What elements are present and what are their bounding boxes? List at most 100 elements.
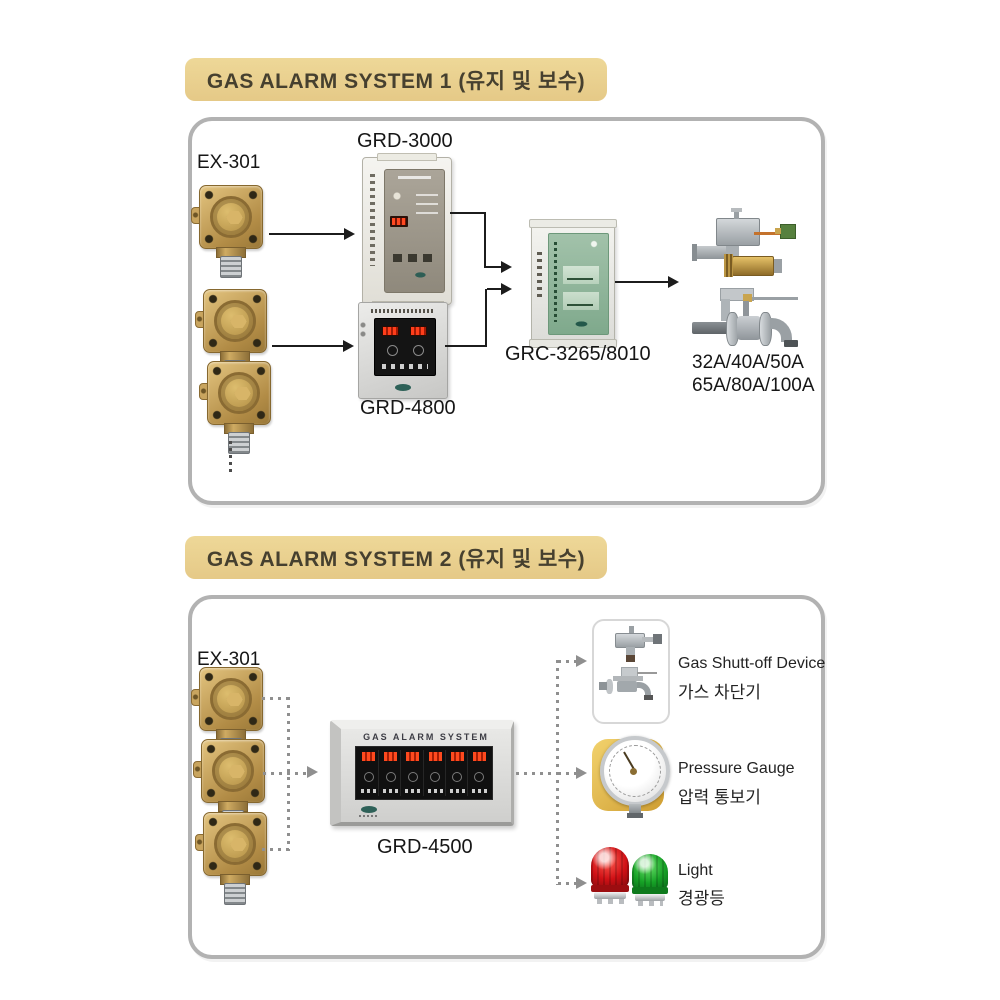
grd4500-channel-module <box>403 750 424 796</box>
gauge-needle-hub <box>630 768 637 775</box>
grd3000-label: GRD-3000 <box>357 130 453 152</box>
warning-light-green <box>632 854 668 906</box>
dotted-line <box>556 660 559 885</box>
connector-line <box>485 289 487 347</box>
channel-led-display <box>362 752 376 761</box>
system2-banner-title: GAS ALARM SYSTEM 2 (유지 및 보수) <box>206 547 586 571</box>
valve-fitting <box>775 224 796 239</box>
arrowhead-icon <box>576 655 587 667</box>
grd3000-vents <box>370 174 375 266</box>
grd4800-controller <box>358 302 448 399</box>
system1-detector-label: EX-301 <box>197 152 261 173</box>
beacon-ring <box>632 887 668 894</box>
output-label-light-en: Light <box>678 862 713 879</box>
grc-receiver <box>529 219 617 348</box>
shutoff-valve-small <box>692 208 796 286</box>
grd4500-channel-module <box>448 750 468 796</box>
grc-vents <box>537 252 542 298</box>
arrow-line <box>615 281 669 283</box>
grc-front-panel <box>548 233 609 335</box>
grc-label: GRC-3265/8010 <box>505 343 651 365</box>
dotted-line <box>287 697 290 851</box>
shutoff-stem <box>629 626 634 633</box>
detector-body <box>201 739 265 803</box>
grd3000-front-panel <box>384 169 445 293</box>
output-label-gauge-ko: 압력 통보기 <box>678 788 761 807</box>
shutoff-valve-body <box>617 681 637 692</box>
valve-actuator <box>716 208 760 246</box>
connector-line <box>487 288 502 290</box>
arrowhead-icon <box>307 766 318 778</box>
detector-body <box>207 361 271 425</box>
grd4500-screen <box>355 746 493 800</box>
grd4800-buttons <box>382 364 428 369</box>
dotted-line <box>558 772 576 775</box>
detector-body <box>199 667 263 731</box>
arrow-line <box>272 345 344 347</box>
valve-spout <box>770 318 792 342</box>
grd4500-channel-module <box>470 750 489 796</box>
shutoff-motor <box>615 633 645 648</box>
valve-stem <box>743 301 749 317</box>
arrowhead-icon <box>576 877 587 889</box>
dotted-line <box>516 772 558 775</box>
more-detectors-ellipsis <box>229 441 232 475</box>
beacon-dome <box>632 854 668 889</box>
channel-led-display <box>384 752 398 761</box>
pressure-gauge-image <box>592 736 670 820</box>
grd4500-panel: GAS ALARM SYSTEM <box>330 720 514 826</box>
detector-sensor-nipple <box>220 256 242 278</box>
detector-body <box>199 185 263 249</box>
shutoff-valve-spout <box>637 682 651 696</box>
valve-spout-mouth <box>784 340 798 347</box>
detector-body <box>203 812 267 876</box>
valve-sizes-line2: 65A/80A/100A <box>692 375 815 396</box>
grd4800-logo <box>395 384 411 391</box>
connector-line <box>450 212 486 214</box>
beacon-dome <box>591 847 629 887</box>
grd4500-label: GRD-4500 <box>377 836 473 858</box>
valve-rod <box>743 294 798 302</box>
valve-arm <box>692 244 730 261</box>
grd4800-led-display-2 <box>410 326 427 336</box>
arrowhead-icon <box>344 228 355 240</box>
gas-detector-1 <box>191 185 263 278</box>
grd3000-led-display <box>390 216 408 227</box>
gas-shutoff-device-image <box>592 619 670 724</box>
detector-sensor-nipple <box>228 432 250 454</box>
shutoff-block <box>653 634 662 644</box>
valve-brass-body <box>724 254 782 277</box>
arrowhead-icon <box>576 767 587 779</box>
detector-body <box>203 289 267 353</box>
system1-panel <box>188 117 825 505</box>
grd4800-label: GRD-4800 <box>360 397 456 419</box>
arrowhead-icon <box>501 283 512 295</box>
grd4500-panel-title: GAS ALARM SYSTEM <box>363 732 489 742</box>
valve-pipe <box>692 322 730 334</box>
dotted-line <box>558 882 576 885</box>
output-label-shutoff-en: Gas Shutt-off Device <box>678 655 826 672</box>
output-label-light-ko: 경광등 <box>678 889 725 908</box>
gas-detector-3 <box>199 361 271 454</box>
shutoff-valve-flange <box>613 676 643 681</box>
valve-wire <box>754 232 782 235</box>
grd4500-logo <box>359 806 379 817</box>
shutoff-arm <box>642 637 656 642</box>
system2-detector-label: EX-301 <box>197 649 261 670</box>
connector-line <box>484 212 486 268</box>
channel-led-display <box>428 752 442 761</box>
dotted-line <box>262 848 290 851</box>
gauge-stem <box>627 804 643 818</box>
output-label-shutoff-ko: 가스 차단기 <box>678 683 761 702</box>
channel-led-display <box>406 752 420 761</box>
system2-banner: GAS ALARM SYSTEM 2 (유지 및 보수) <box>185 536 607 579</box>
arrowhead-icon <box>668 276 679 288</box>
warning-light-red <box>591 847 629 905</box>
shutoff-valve-pipe <box>599 682 607 690</box>
detector-sensor-nipple <box>224 883 246 905</box>
grd4500-channel-module <box>359 750 380 796</box>
beacon-base <box>635 894 665 901</box>
grd4500-channel-module <box>381 750 402 796</box>
grd3000-indicator-rows <box>416 194 438 220</box>
